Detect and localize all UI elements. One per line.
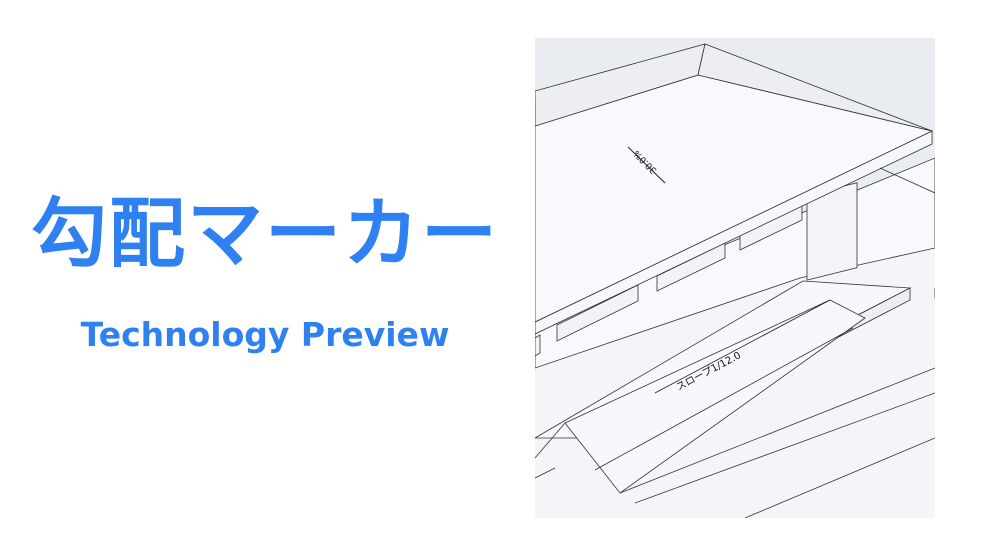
ramp — [564, 299, 866, 494]
page-title: 勾配マーカー — [31, 189, 499, 278]
page-subtitle: Technology Preview — [80, 315, 450, 354]
windows — [535, 205, 803, 357]
building-3d-render: 30.0% スロープ1/12.0 — [535, 38, 935, 518]
render-drawing: 30.0% スロープ1/12.0 — [535, 43, 935, 518]
roof-back-right — [697, 43, 933, 132]
